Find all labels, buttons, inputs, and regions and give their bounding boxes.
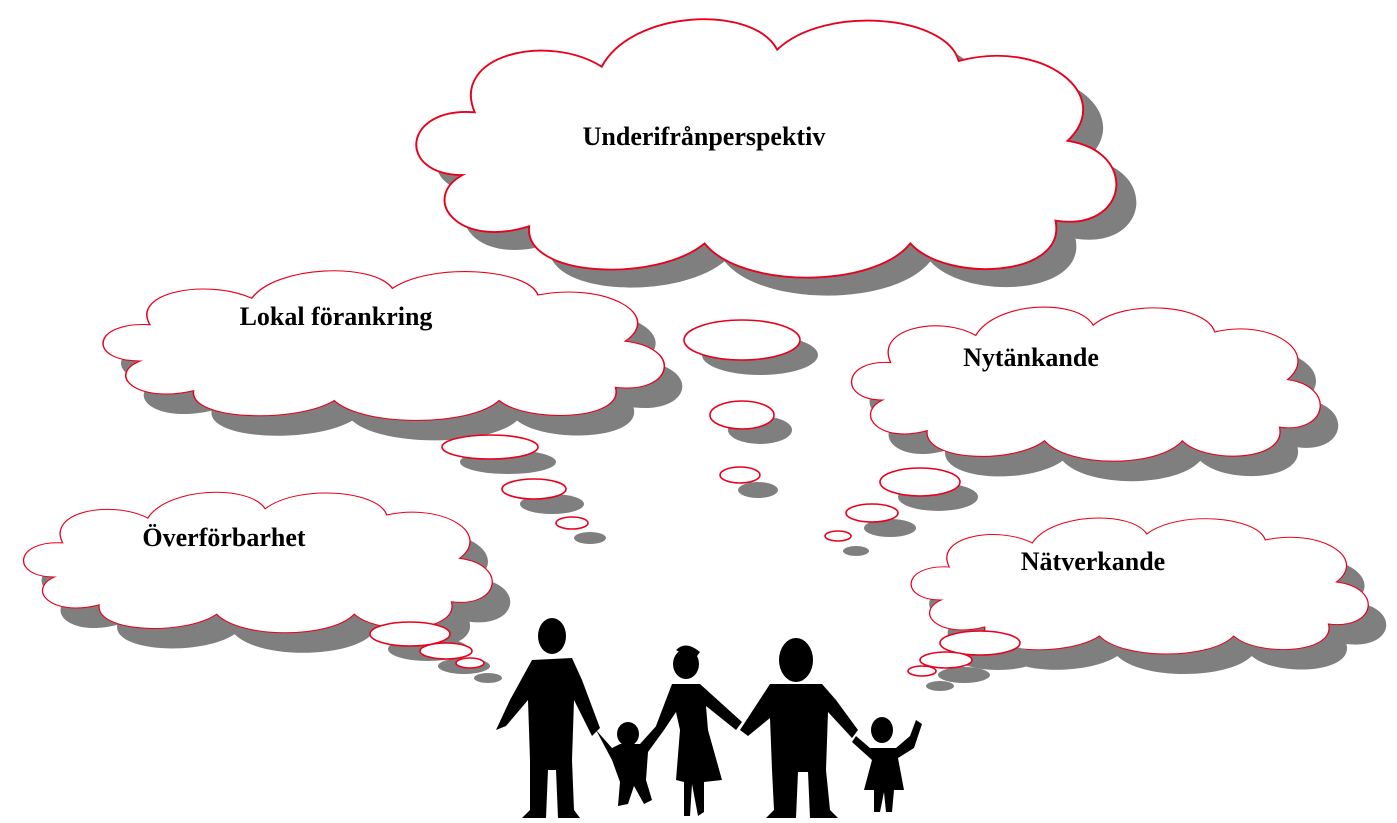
thought-puff-right-6 (879, 467, 961, 497)
woman-figure (656, 645, 742, 816)
thought-puff-bottom-left-10 (419, 642, 473, 660)
puff-shadow-bottom-right-13 (938, 667, 990, 683)
cloud-bottom-left: Överförbarhet (22, 491, 511, 653)
thought-puff-bottom-right-14 (907, 665, 937, 677)
cloud-top: Underifrånperspektiv (415, 18, 1137, 296)
cloud-top-label: Underifrånperspektiv (583, 122, 826, 151)
puff-shadow-top-2 (738, 482, 778, 498)
thought-puff-bottom-right-12 (939, 630, 1021, 656)
thought-puff-right-8 (824, 530, 852, 542)
cloud-bottom-right: Nätverkande (910, 517, 1387, 674)
thought-puff-bottom-left-11 (455, 657, 485, 669)
cloud-bottom-right-label: Nätverkande (1021, 547, 1165, 576)
family-silhouette-icon (496, 618, 922, 818)
thought-puff-left-4 (501, 478, 567, 500)
puff-shadow-left-5 (574, 532, 606, 544)
thought-puff-top-2 (719, 466, 761, 484)
cloud-right-label: Nytänkande (963, 343, 1099, 372)
child-left-figure (596, 722, 664, 806)
cloud-bottom-left-label: Överförbarhet (142, 523, 306, 552)
thought-puff-left-5 (555, 516, 589, 530)
puff-shadow-right-7 (864, 519, 916, 537)
cloud-left-label: Lokal förankring (240, 302, 433, 331)
man-left-figure (496, 618, 600, 818)
puff-shadow-right-8 (843, 546, 869, 556)
thought-puff-bottom-right-13 (919, 651, 973, 669)
thought-puff-top-1 (709, 400, 775, 430)
cloud-left: Lokal förankring (102, 270, 683, 441)
thought-puff-bottom-left-9 (369, 621, 451, 647)
cloud-right: Nytänkande (850, 306, 1339, 482)
puff-shadow-bottom-right-14 (926, 681, 954, 691)
man-right-figure (740, 638, 858, 818)
thought-puff-top-0 (683, 319, 801, 361)
child-right-figure (852, 717, 922, 812)
thought-puff-right-7 (845, 503, 899, 523)
puff-shadow-bottom-left-11 (474, 673, 502, 683)
thought-puff-left-3 (441, 434, 539, 460)
thought-bubble-trails (369, 319, 1038, 691)
